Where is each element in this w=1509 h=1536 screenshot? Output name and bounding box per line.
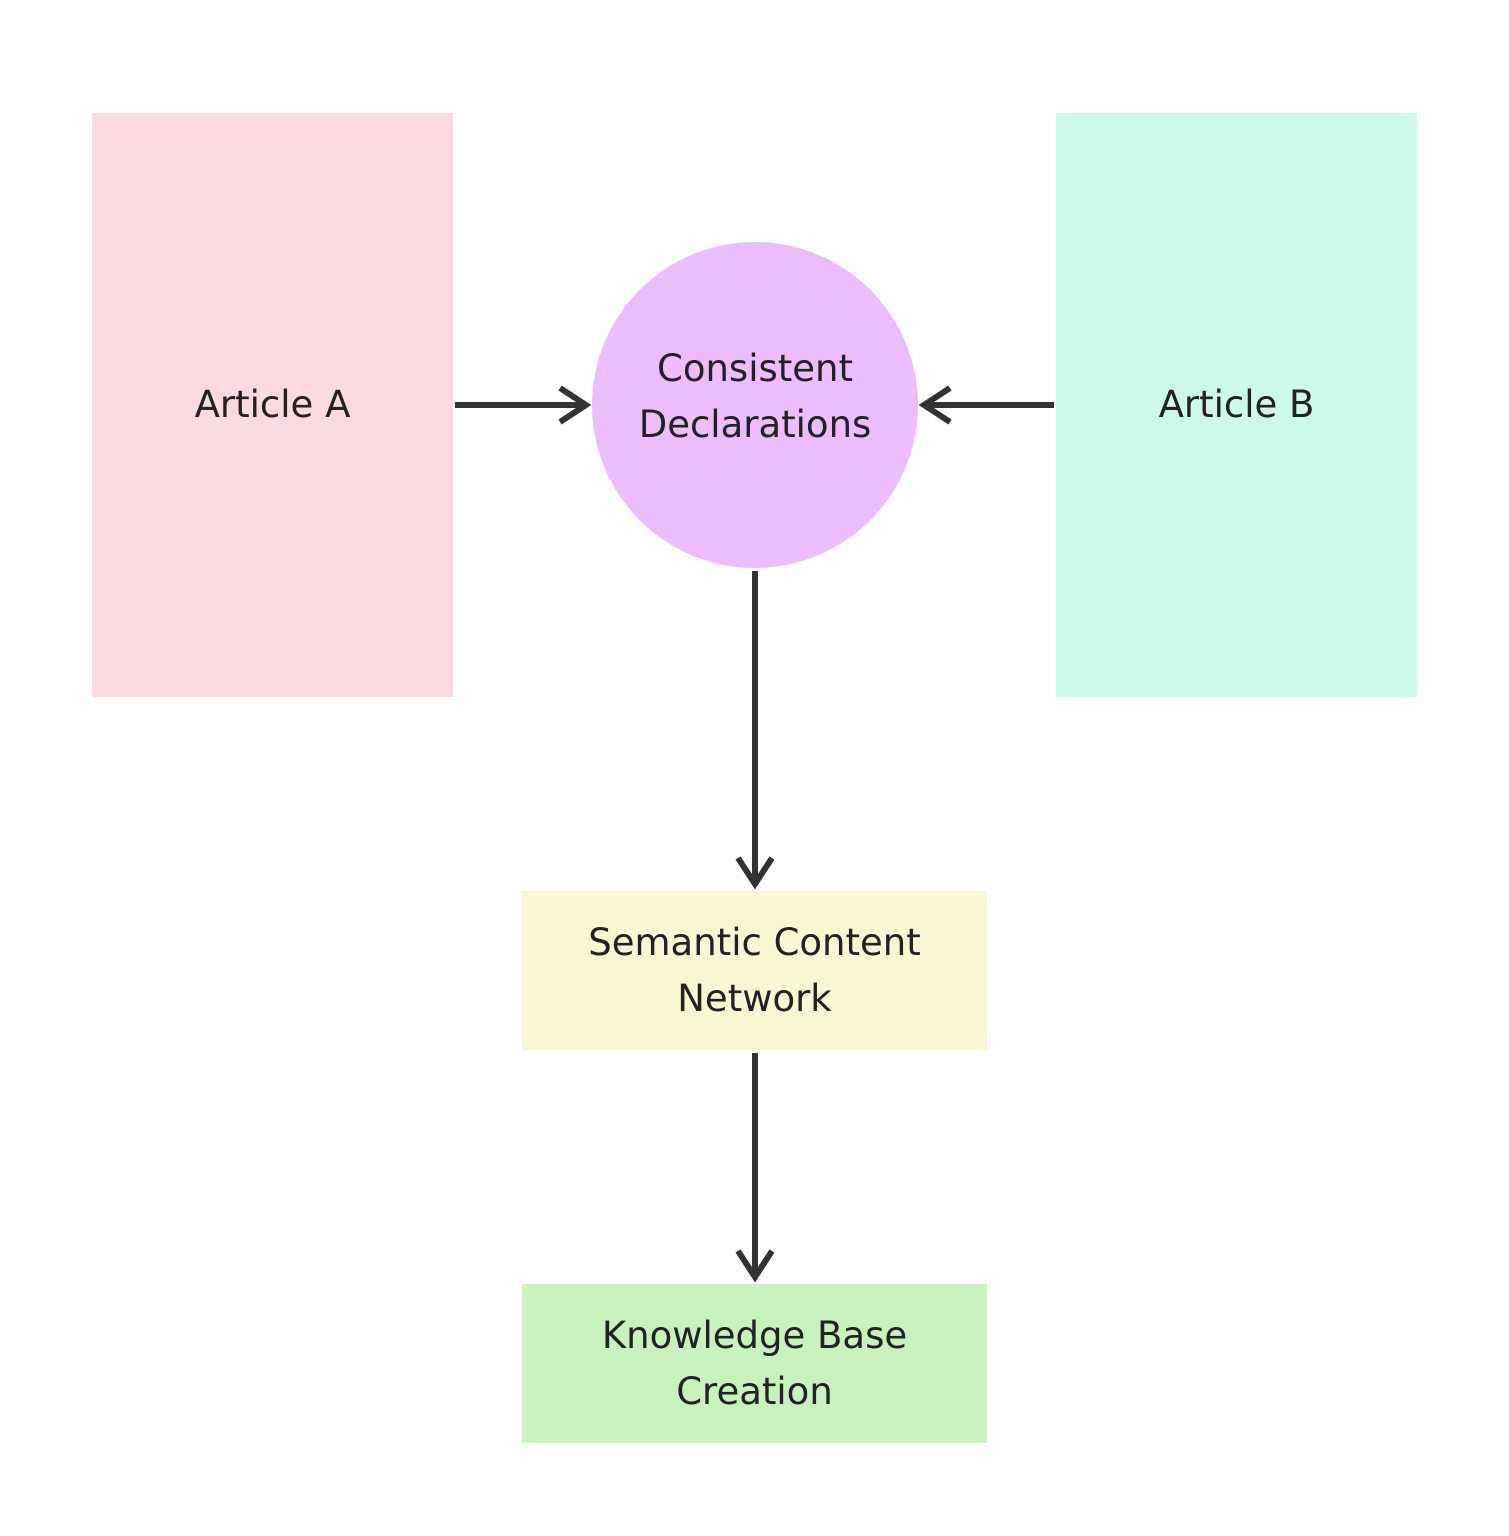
edge-article-a-to-consistent [455,385,592,425]
node-consistent-declarations: Consistent Declarations [592,242,918,568]
node-label: Article B [1158,383,1315,426]
node-label: Article A [194,383,351,426]
node-semantic-content-network: Semantic Content Network [522,891,987,1050]
edge-consistent-to-semantic [735,571,775,890]
node-article-a: Article A [92,113,453,697]
node-label: Consistent Declarations [638,347,872,446]
node-label: Knowledge Base Creation [601,1313,908,1413]
node-article-b: Article B [1056,113,1417,697]
node-label: Semantic Content Network [588,920,921,1020]
edge-article-b-to-consistent [918,385,1054,425]
node-knowledge-base-creation: Knowledge Base Creation [522,1284,987,1443]
edge-semantic-to-knowledge [735,1053,775,1283]
